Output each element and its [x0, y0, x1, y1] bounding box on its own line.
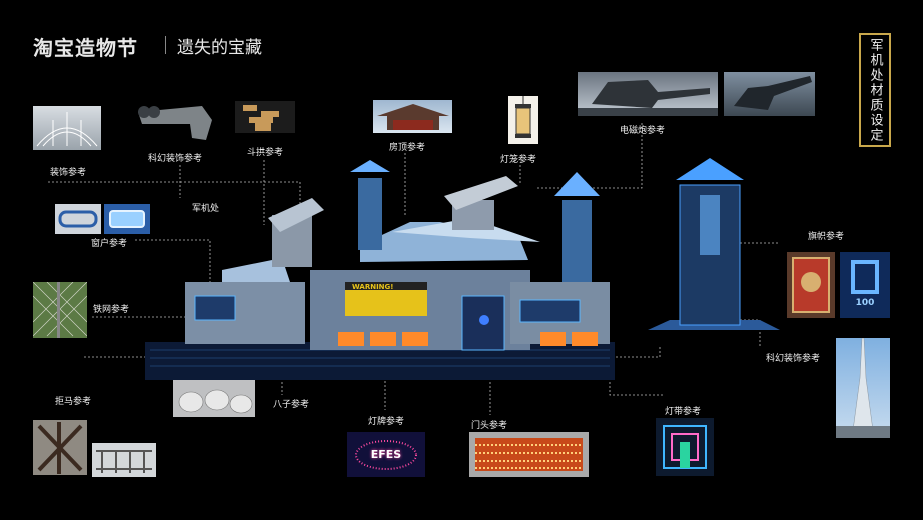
sign-ref-image: EFES — [347, 432, 425, 477]
label-decor: 装饰参考 — [50, 168, 87, 178]
decor-ref-image — [33, 106, 101, 150]
railgun-ref-image-2 — [724, 72, 815, 116]
barrier-ref-image-1 — [33, 420, 87, 475]
flag-ref-image-2: 100 — [840, 252, 890, 318]
label-junjichu: 军机处 — [192, 204, 220, 214]
window-ref-image-2 — [104, 204, 150, 234]
slide-title: 军机处材质设定 — [859, 33, 891, 147]
label-barrier: 拒马参考 — [55, 397, 92, 407]
label-dougong: 斗拱参考 — [247, 148, 284, 158]
barrier-ref-image-2 — [92, 443, 156, 477]
roof-ref-image — [373, 100, 452, 133]
label-door: 门头参考 — [471, 421, 508, 431]
bazi-ref-image — [173, 380, 255, 417]
railgun-ref-image-1 — [578, 72, 718, 116]
label-window: 窗户参考 — [91, 239, 128, 249]
scifi-gun-ref-image — [132, 98, 218, 146]
brand-subtitle: 遗失的宝藏 — [177, 38, 262, 58]
label-scifi-decor-right: 科幻装饰参考 — [766, 354, 821, 364]
lantern-ref-image — [508, 96, 538, 144]
label-sign: 灯牌参考 — [368, 417, 405, 427]
tower-ref-image — [836, 338, 890, 438]
lightstrip-ref-image — [656, 418, 714, 476]
flag-ref-image-1 — [787, 252, 835, 318]
flag-number: 100 — [855, 298, 875, 308]
fence-ref-image — [33, 282, 87, 338]
label-roof: 房顶参考 — [389, 143, 426, 153]
door-ref-image — [469, 432, 589, 477]
label-fence: 铁网参考 — [93, 305, 130, 315]
label-flag: 旗帜参考 — [808, 232, 845, 242]
label-scifi-decor-top: 科幻装饰参考 — [148, 154, 203, 164]
window-ref-image-1 — [55, 204, 101, 234]
label-railgun: 电磁炮参考 — [620, 126, 666, 136]
dougong-ref-image — [235, 101, 295, 133]
warning-sign-text: WARNING! — [352, 283, 394, 291]
label-lightstrip: 灯带参考 — [665, 407, 702, 417]
brand-divider — [165, 36, 166, 54]
label-bazi: 八子参考 — [273, 400, 310, 410]
label-lantern: 灯笼参考 — [500, 155, 537, 165]
sign-efes-text: EFES — [370, 448, 402, 461]
brand-title: 淘宝造物节 — [33, 36, 138, 60]
